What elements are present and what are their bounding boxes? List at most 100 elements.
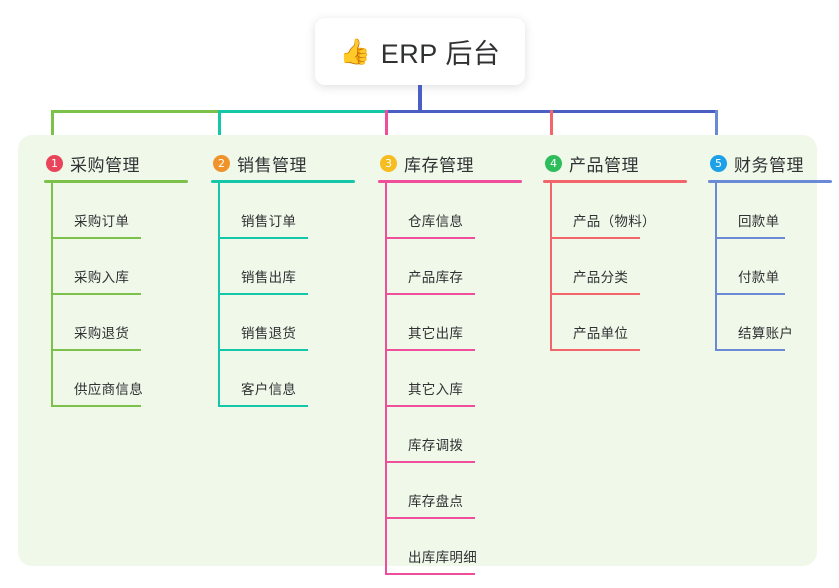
branch-item-label: 库存盘点 xyxy=(408,494,464,509)
branch-number-badge: 2 xyxy=(213,154,230,172)
branch-number-badge: 5 xyxy=(710,154,727,172)
branch-item[interactable]: 产品库存 xyxy=(378,239,528,295)
connector-drop-1 xyxy=(51,110,54,153)
branch-item-label: 产品库存 xyxy=(408,270,464,285)
branch-item-label: 库存调拨 xyxy=(408,438,464,453)
branch-item-underline xyxy=(218,349,308,351)
branch-spine xyxy=(550,183,552,350)
branch-item-label: 出库库明细 xyxy=(408,550,477,565)
branch-column-库存管理: 3 库存管理仓库信息产品库存其它出库其它入库库存调拨库存盘点出库库明细 xyxy=(378,148,528,575)
connector-bus-segment-1 xyxy=(51,110,221,113)
branch-item-label: 采购订单 xyxy=(74,214,130,229)
branch-item-underline xyxy=(51,293,141,295)
branch-item[interactable]: 产品分类 xyxy=(543,239,693,295)
branch-item-label: 采购退货 xyxy=(74,326,130,341)
branch-item-underline xyxy=(385,573,475,575)
branch-item-underline xyxy=(218,293,308,295)
branch-column-销售管理: 2 销售管理销售订单销售出库销售退货客户信息 xyxy=(211,148,361,407)
branch-item-underline xyxy=(715,293,785,295)
connector-root-stem xyxy=(418,85,422,113)
branch-item-underline xyxy=(385,405,475,407)
branch-item-label: 其它入库 xyxy=(408,382,464,397)
branch-item-underline xyxy=(385,237,475,239)
branch-number-badge: 1 xyxy=(46,154,63,172)
branch-item-label: 结算账户 xyxy=(738,326,794,341)
branch-items: 产品（物料） 产品分类产品单位 xyxy=(543,183,693,351)
connector-drop-4 xyxy=(550,110,553,153)
branch-item-underline xyxy=(51,237,141,239)
branch-item[interactable]: 客户信息 xyxy=(211,351,361,407)
branch-item-label: 客户信息 xyxy=(241,382,297,397)
branch-item[interactable]: 销售出库 xyxy=(211,239,361,295)
branch-item[interactable]: 其它出库 xyxy=(378,295,528,351)
branch-title: 财务管理 xyxy=(734,155,804,175)
branch-item-underline xyxy=(51,349,141,351)
branch-item[interactable]: 回款单 xyxy=(708,183,838,239)
branch-underline xyxy=(378,180,522,183)
branch-title: 销售管理 xyxy=(237,155,307,175)
branch-underline xyxy=(708,180,832,183)
branch-header-库存管理[interactable]: 3 库存管理 xyxy=(378,148,528,178)
connector-drop-3 xyxy=(385,110,388,153)
branch-header-财务管理[interactable]: 5 财务管理 xyxy=(708,148,838,178)
branch-header-采购管理[interactable]: 1 采购管理 xyxy=(44,148,194,178)
branch-column-财务管理: 5 财务管理回款单付款单结算账户 xyxy=(708,148,838,351)
branch-item[interactable]: 仓库信息 xyxy=(378,183,528,239)
branch-items: 回款单付款单结算账户 xyxy=(708,183,838,351)
branch-item-label: 其它出库 xyxy=(408,326,464,341)
root-node[interactable]: 👍 ERP 后台 xyxy=(315,18,525,85)
branch-item-underline xyxy=(550,349,640,351)
branch-item[interactable]: 产品（物料） xyxy=(543,183,693,239)
branch-item[interactable]: 其它入库 xyxy=(378,351,528,407)
branch-title: 产品管理 xyxy=(569,155,639,175)
branch-item[interactable]: 供应商信息 xyxy=(44,351,194,407)
branch-item-underline xyxy=(550,237,640,239)
branch-column-采购管理: 1 采购管理采购订单采购入库采购退货供应商信息 xyxy=(44,148,194,407)
branch-item-underline xyxy=(385,517,475,519)
branch-spine xyxy=(385,183,387,574)
branch-item-underline xyxy=(385,293,475,295)
branch-underline xyxy=(44,180,188,183)
root-node-title: ERP 后台 xyxy=(380,39,501,69)
branch-item-underline xyxy=(385,461,475,463)
branch-item[interactable]: 采购订单 xyxy=(44,183,194,239)
connector-drop-5 xyxy=(715,110,718,153)
connector-bus-segment-2 xyxy=(218,110,388,113)
branch-item-label: 采购入库 xyxy=(74,270,130,285)
branch-item-label: 仓库信息 xyxy=(408,214,464,229)
branch-item-label: 销售订单 xyxy=(241,214,297,229)
branch-item[interactable]: 库存盘点 xyxy=(378,463,528,519)
branch-item-underline xyxy=(385,349,475,351)
branch-item[interactable]: 产品单位 xyxy=(543,295,693,351)
branch-underline xyxy=(543,180,687,183)
branch-item-underline xyxy=(218,237,308,239)
branch-items: 仓库信息产品库存其它出库其它入库库存调拨库存盘点出库库明细 xyxy=(378,183,528,575)
branch-item[interactable]: 销售退货 xyxy=(211,295,361,351)
branch-item[interactable]: 采购退货 xyxy=(44,295,194,351)
branch-item-underline xyxy=(51,405,141,407)
branch-item-label: 产品分类 xyxy=(573,270,629,285)
branch-item-label: 回款单 xyxy=(738,214,780,229)
branch-item-underline xyxy=(218,405,308,407)
branch-item[interactable]: 销售订单 xyxy=(211,183,361,239)
branch-item-underline xyxy=(715,349,785,351)
branch-item[interactable]: 付款单 xyxy=(708,239,838,295)
branch-item-label: 产品（物料） xyxy=(573,214,656,229)
branch-number-badge: 3 xyxy=(380,154,397,172)
branch-header-销售管理[interactable]: 2 销售管理 xyxy=(211,148,361,178)
branch-underline xyxy=(211,180,355,183)
branch-item-label: 付款单 xyxy=(738,270,780,285)
branch-item[interactable]: 出库库明细 xyxy=(378,519,528,575)
branch-items: 采购订单采购入库采购退货供应商信息 xyxy=(44,183,194,407)
branch-item[interactable]: 库存调拨 xyxy=(378,407,528,463)
branch-title: 采购管理 xyxy=(70,155,140,175)
branch-item[interactable]: 采购入库 xyxy=(44,239,194,295)
branch-spine xyxy=(715,183,717,350)
branch-title: 库存管理 xyxy=(404,155,474,175)
branch-items: 销售订单销售出库销售退货客户信息 xyxy=(211,183,361,407)
branch-item-underline xyxy=(550,293,640,295)
branch-item[interactable]: 结算账户 xyxy=(708,295,838,351)
